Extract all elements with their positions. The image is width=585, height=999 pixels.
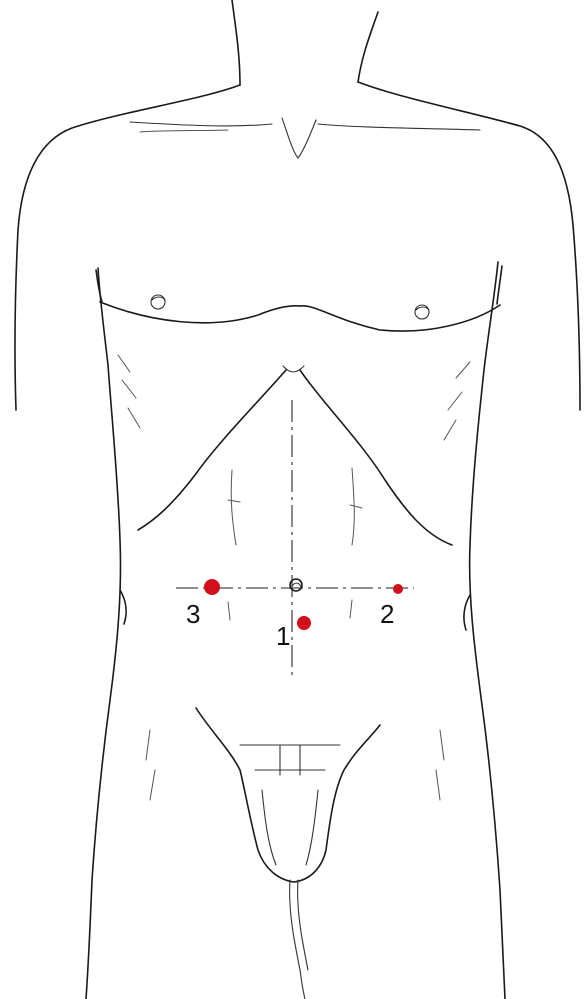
left-nipple — [151, 295, 165, 309]
port-2-label: 2 — [380, 599, 394, 629]
port-1-label: 1 — [276, 621, 290, 651]
port-2-marker — [393, 584, 403, 594]
right-nipple — [415, 305, 429, 319]
groin — [146, 708, 444, 999]
port-1: 1 — [276, 616, 311, 651]
port-2: 2 — [380, 584, 403, 629]
port-3-label: 3 — [186, 599, 200, 629]
clavicles — [130, 118, 480, 158]
port-3-marker — [204, 579, 220, 595]
torso-outline — [15, 82, 580, 999]
neck — [232, 0, 378, 85]
port-3: 3 — [186, 579, 220, 629]
chest — [96, 266, 502, 331]
iliac-crests — [120, 590, 470, 630]
port-1-marker — [297, 616, 311, 630]
costal-margin — [118, 355, 470, 545]
